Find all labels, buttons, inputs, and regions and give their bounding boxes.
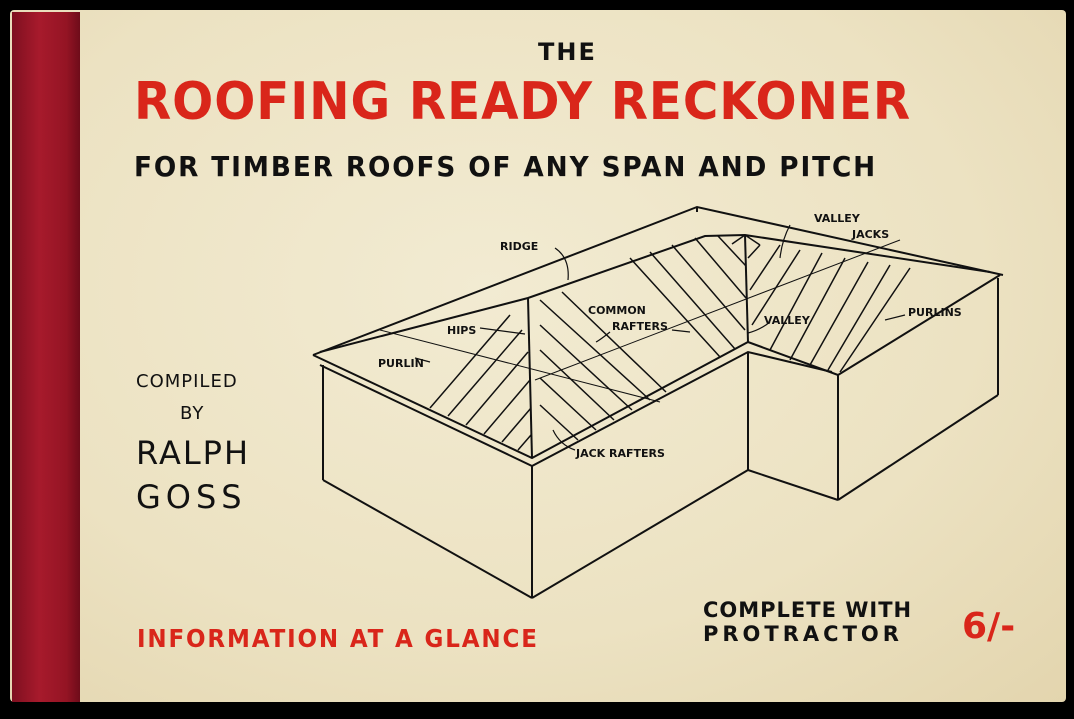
- tagline: INFORMATION AT A GLANCE: [137, 624, 539, 653]
- rafters-hatching: [379, 234, 911, 451]
- label-purlin: PURLIN: [378, 357, 424, 370]
- book-cover: [10, 10, 1066, 702]
- label-hips: HIPS: [447, 324, 477, 337]
- complete-with-line: COMPLETE WITH: [703, 598, 913, 622]
- label-arrows: [414, 224, 906, 451]
- label-common: COMMON: [588, 304, 646, 317]
- label-rafters: RAFTERS: [612, 320, 668, 333]
- roof-outline: [312, 205, 1004, 468]
- title-the: THE: [538, 38, 597, 66]
- book-subtitle: FOR TIMBER ROOFS OF ANY SPAN AND PITCH: [134, 150, 878, 183]
- label-ridge: RIDGE: [500, 240, 539, 253]
- by-label: BY: [180, 403, 205, 424]
- label-jack-rafters: JACK RAFTERS: [576, 447, 665, 460]
- protractor-line: PROTRACTOR: [703, 622, 903, 646]
- label-valley: VALLEY: [764, 314, 810, 327]
- price: 6/-: [962, 606, 1016, 647]
- compiled-label: COMPILED: [136, 371, 238, 392]
- label-purlins: PURLINS: [908, 306, 962, 319]
- author-last-name: GOSS: [136, 478, 247, 516]
- author-first-name: RALPH: [136, 434, 251, 472]
- label-valley-jacks-2: JACKS: [852, 228, 890, 241]
- book-spine: [12, 12, 80, 702]
- walls: [322, 278, 999, 599]
- book-title: ROOFING READY RECKONER: [134, 72, 912, 132]
- label-valley-jacks-1: VALLEY: [814, 212, 860, 225]
